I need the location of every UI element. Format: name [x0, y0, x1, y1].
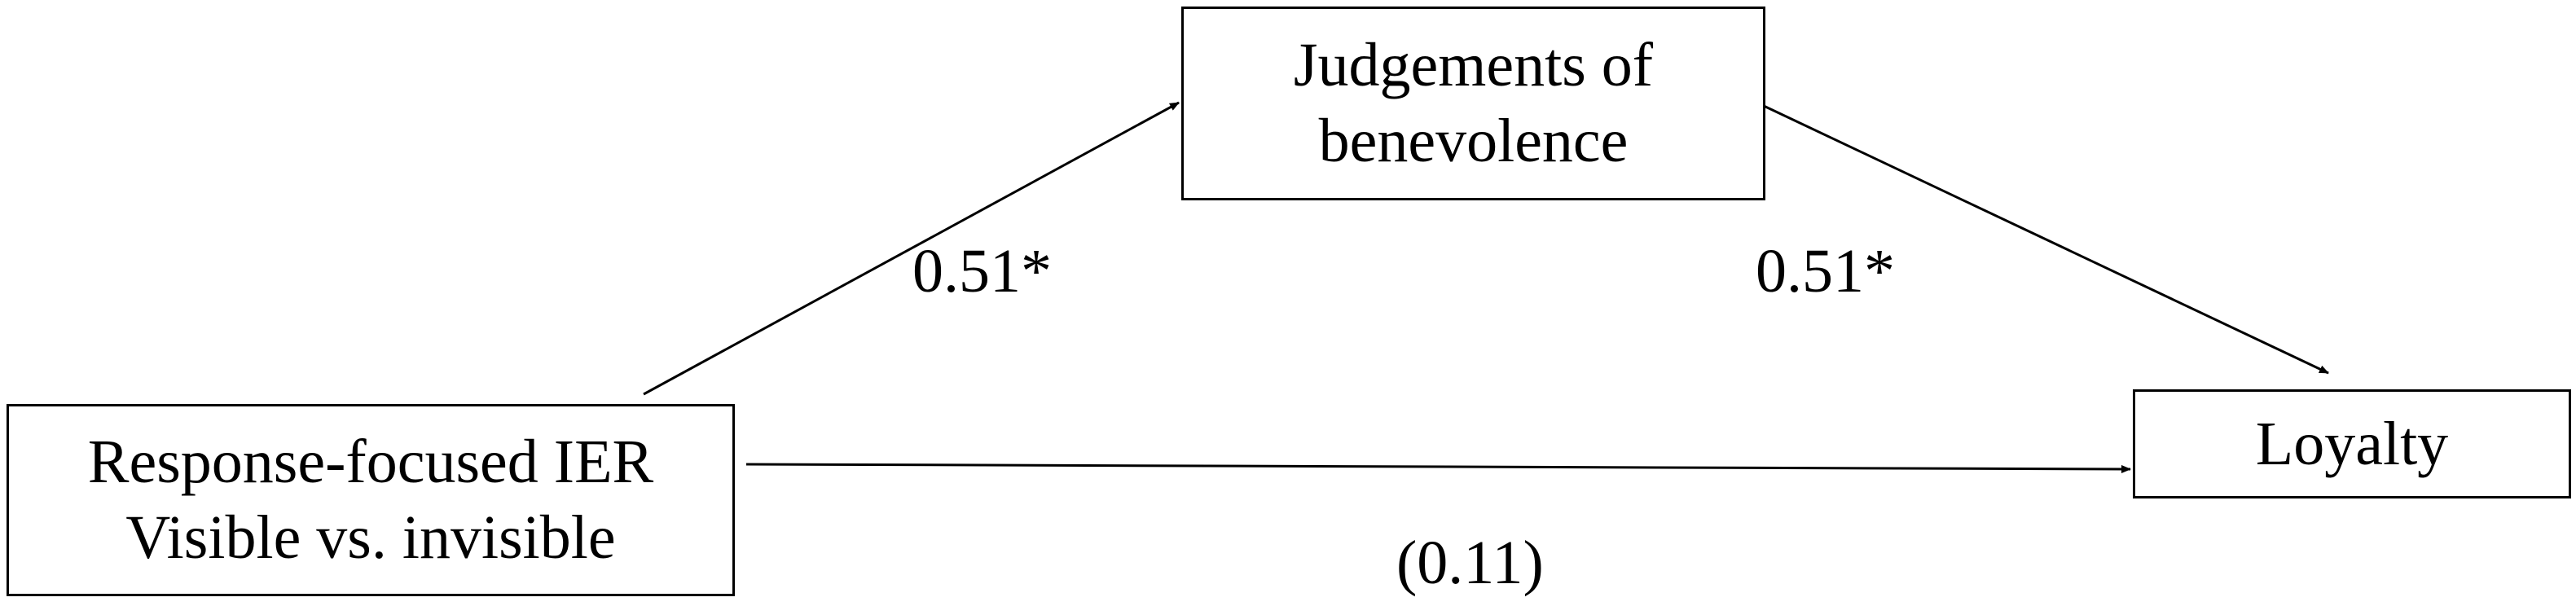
arrow-predictor-to-outcome [745, 463, 2131, 473]
mediator-label-line2: benevolence [1318, 107, 1629, 175]
outcome-box: Loyalty [2133, 389, 2571, 498]
path-b-coefficient: 0.51* [1756, 237, 1895, 305]
arrow-mediator-to-outcome [1763, 104, 2329, 375]
predictor-label-line1: Response-focused IER [87, 428, 654, 497]
path-c-coefficient: (0.11) [1396, 529, 1544, 597]
predictor-label-line2: Visible vs. invisible [125, 503, 616, 572]
arrow-predictor-to-mediator [643, 101, 1180, 396]
path-a-coefficient: 0.51* [912, 237, 1052, 305]
predictor-box: Response-focused IER Visible vs. invisib… [7, 404, 735, 596]
outcome-label: Loyalty [2255, 409, 2449, 478]
mediator-box: Judgements of benevolence [1181, 7, 1765, 200]
mediator-label-line1: Judgements of [1293, 31, 1654, 100]
